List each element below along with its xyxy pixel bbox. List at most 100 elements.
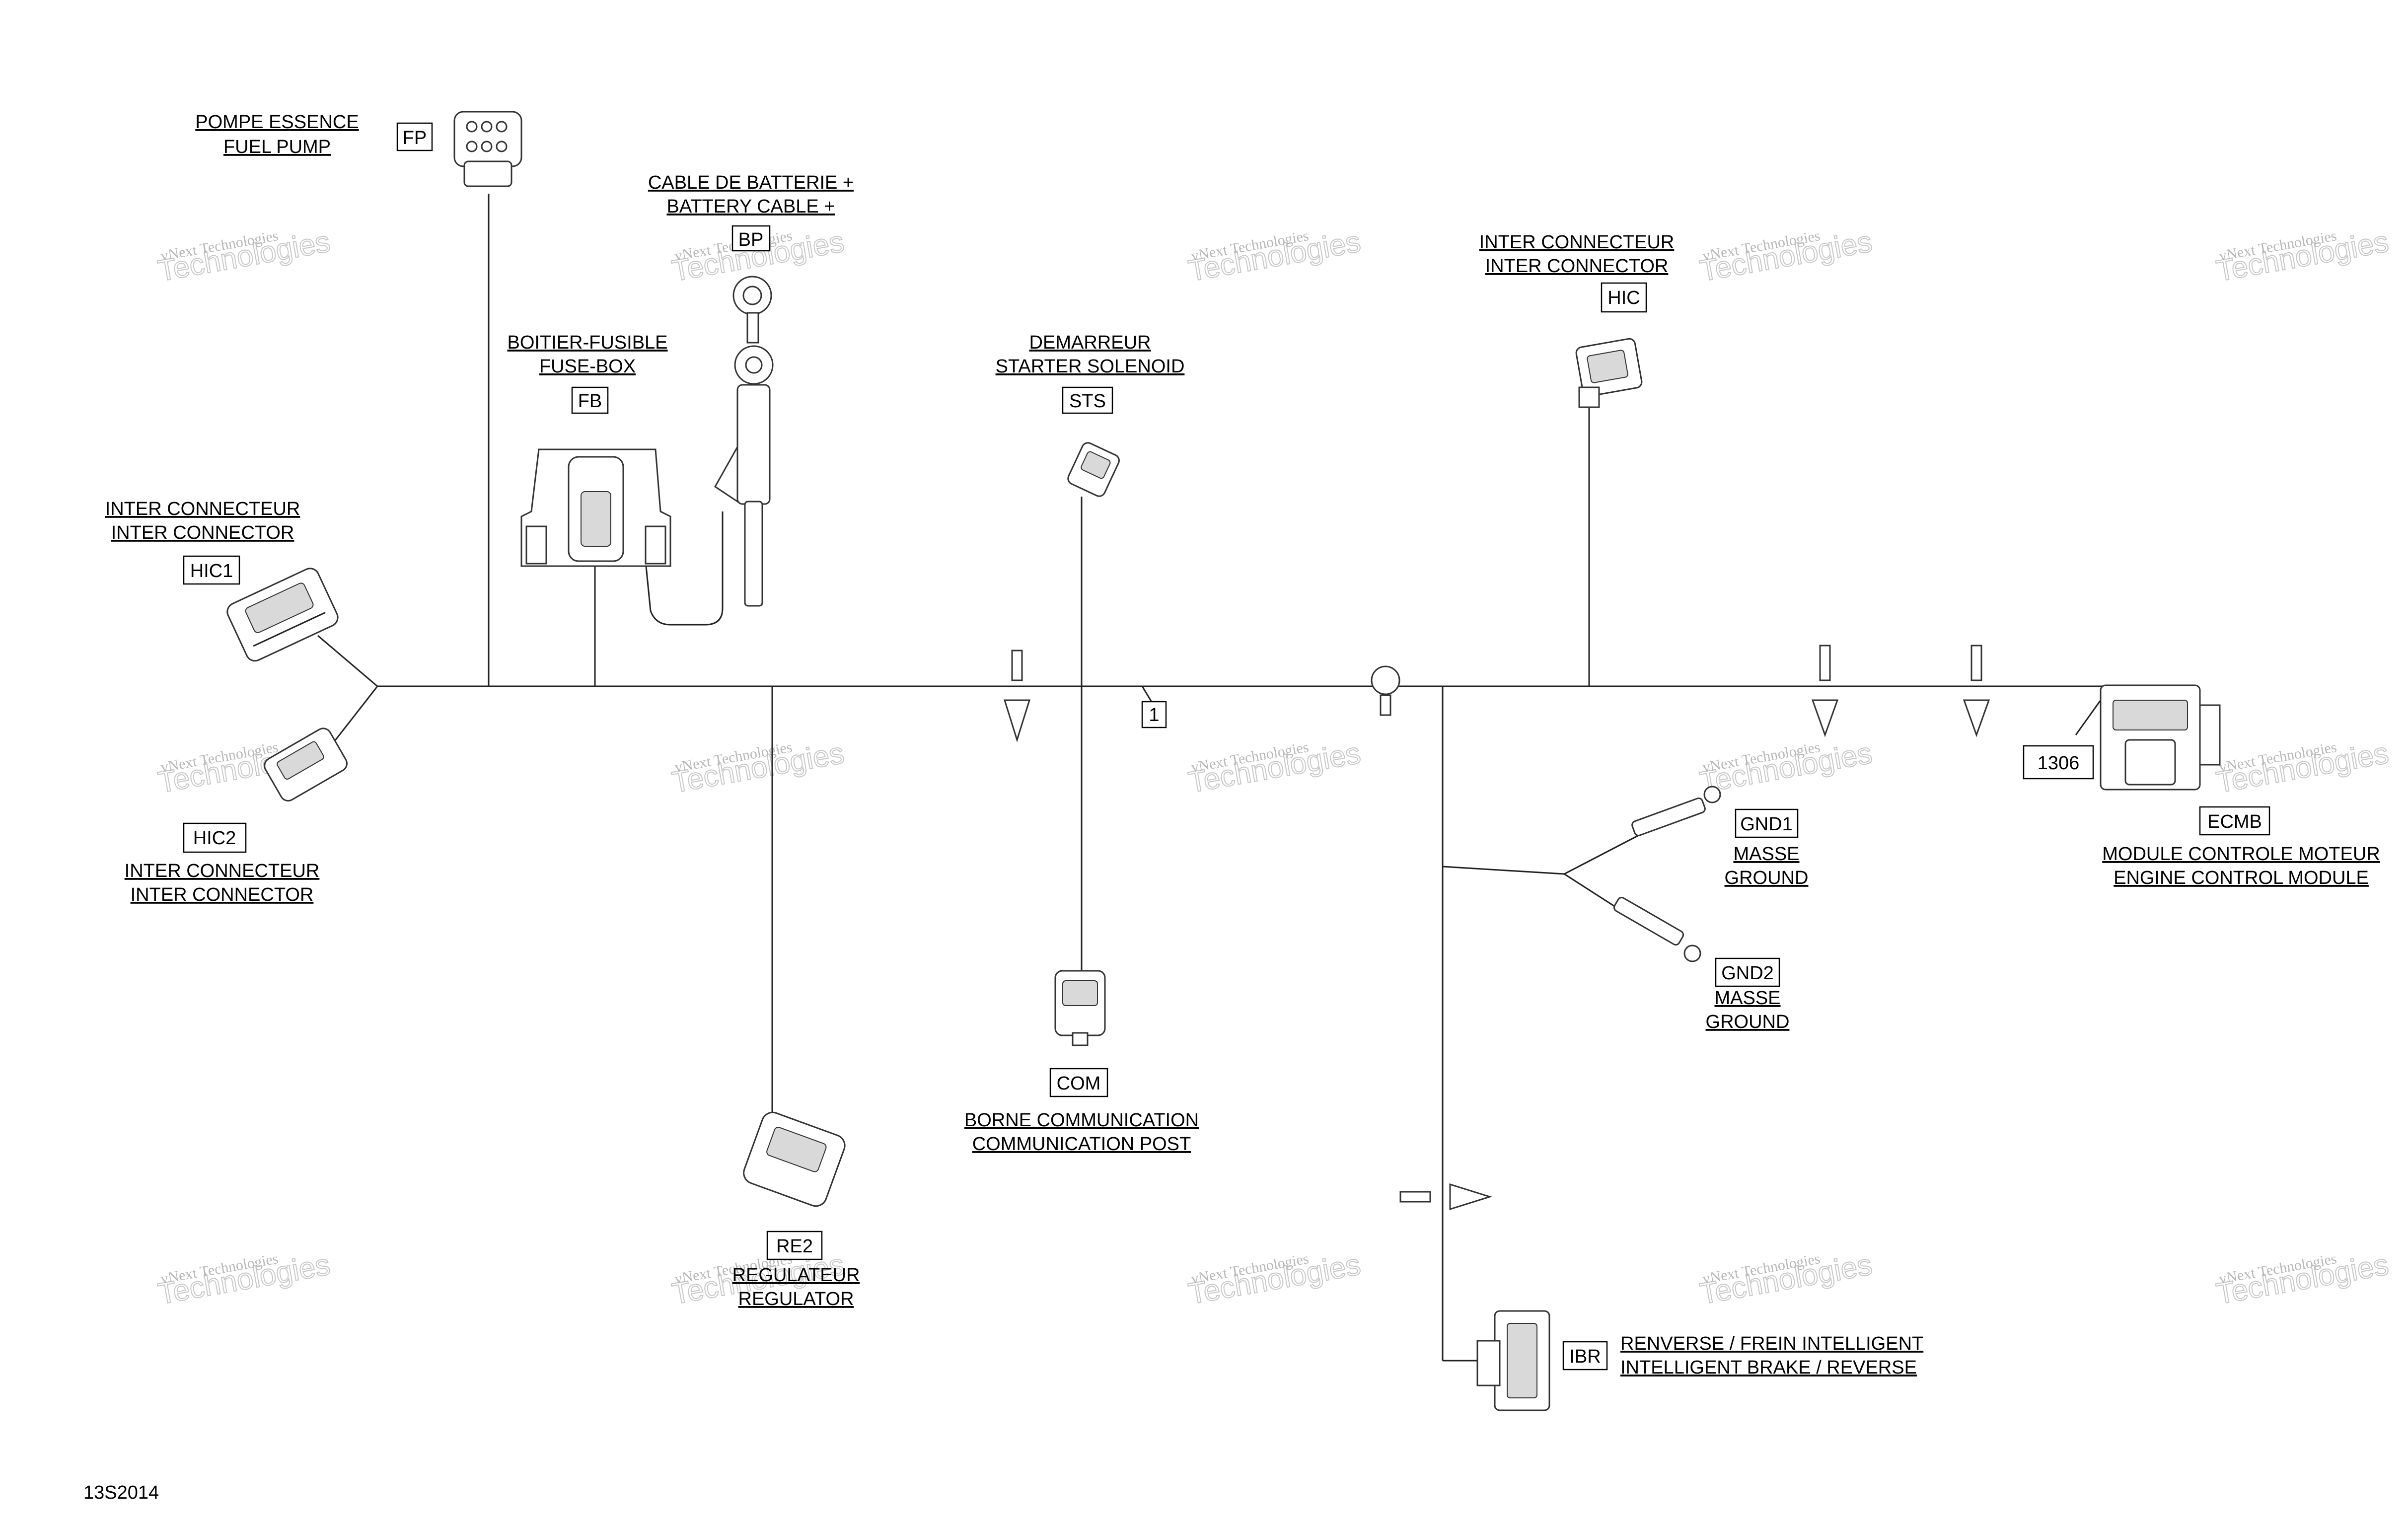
- ground-terminal-gnd2: [1613, 896, 1701, 962]
- bp-label-en: BATTERY CABLE +: [667, 196, 835, 217]
- gnd2-label-fr: MASSE: [1714, 988, 1780, 1009]
- gnd1-label-en: GROUND: [1725, 868, 1809, 888]
- fb-label-fr: BOITIER-FUSIBLE: [507, 332, 667, 353]
- ecmb-part-ref: 1306: [2038, 753, 2080, 774]
- gnd1-label-fr: MASSE: [1733, 844, 1799, 865]
- hic-code: HIC: [1607, 288, 1640, 308]
- com-label-en: COMMUNICATION POST: [972, 1134, 1191, 1155]
- fuel-pump-connector: [453, 111, 522, 187]
- com-code: COM: [1057, 1073, 1101, 1094]
- harness-ref-number: 1: [1149, 705, 1159, 726]
- harness-clip: [1811, 645, 1839, 737]
- watermark: Technologies vNext Technologies: [1697, 1247, 1875, 1311]
- gnd2-label-en: GROUND: [1706, 1012, 1790, 1032]
- harness-clip: [1003, 650, 1031, 743]
- re2-label-en: REGULATOR: [738, 1289, 854, 1309]
- watermark: Technologies vNext Technologies: [155, 1247, 333, 1311]
- ecmb-code-box: [2199, 806, 2270, 836]
- bp-label-fr: CABLE DE BATTERIE +: [648, 172, 854, 193]
- ecmb-label-en: ENGINE CONTROL MODULE: [2114, 868, 2369, 888]
- fb-label-en: FUSE-BOX: [539, 356, 636, 377]
- watermark: Technologies vNext Technologies: [669, 735, 847, 799]
- re2-code: RE2: [776, 1236, 813, 1257]
- ground-terminal-gnd1: [1631, 786, 1721, 836]
- fb-code: FB: [578, 391, 602, 412]
- component-hic1[interactable]: INTER CONNECTEUR INTER CONNECTOR HIC1: [105, 499, 300, 585]
- component-hic[interactable]: INTER CONNECTEUR INTER CONNECTOR HIC: [1479, 232, 1675, 313]
- watermark: Technologies vNext Technologies: [1185, 224, 1364, 288]
- ibr-code: IBR: [1569, 1346, 1601, 1367]
- battery-cable-terminal: [714, 276, 774, 607]
- ecmb-code: ECMB: [2207, 811, 2262, 832]
- hic2-code-box: [183, 822, 247, 853]
- intelligent-brake-reverse-connector: [1476, 1310, 1550, 1411]
- hic2-code: HIC2: [193, 828, 236, 849]
- re2-label-fr: REGULATEUR: [732, 1265, 860, 1286]
- watermark: Technologies vNext Technologies: [2213, 224, 2392, 288]
- hic1-label-fr: INTER CONNECTEUR: [105, 499, 300, 519]
- ibr-label-en: INTELLIGENT BRAKE / REVERSE: [1620, 1357, 1917, 1378]
- gnd1-code: GND1: [1740, 814, 1793, 835]
- watermark: Technologies vNext Technologies: [1185, 1247, 1364, 1311]
- fp-code-box: [396, 122, 433, 151]
- component-ibr[interactable]: IBR RENVERSE / FREIN INTELLIGENT INTELLI…: [1562, 1333, 1923, 1378]
- harness-clip: [1371, 665, 1400, 716]
- gnd2-code-box: [1715, 957, 1780, 987]
- hic2-label-en: INTER CONNECTOR: [131, 884, 314, 905]
- wire-hic2: [327, 686, 378, 750]
- watermark: Technologies vNext Technologies: [1185, 735, 1364, 799]
- figure-id: 13S2014: [83, 1482, 159, 1503]
- component-hic2[interactable]: HIC2 INTER CONNECTEUR INTER CONNECTOR: [125, 822, 320, 905]
- hic-label-en: INTER CONNECTOR: [1485, 256, 1669, 277]
- component-gnd2[interactable]: GND2 MASSE GROUND: [1706, 957, 1790, 1032]
- component-fp[interactable]: POMPE ESSENCE FUEL PUMP FP: [195, 112, 433, 157]
- ibr-code-box: [1562, 1341, 1608, 1371]
- component-bp[interactable]: CABLE DE BATTERIE + BATTERY CABLE + BP: [648, 172, 854, 252]
- component-fb[interactable]: BOITIER-FUSIBLE FUSE-BOX FB: [507, 332, 668, 414]
- component-re2[interactable]: RE2 REGULATEUR REGULATOR: [732, 1231, 860, 1309]
- regulator-connector: [743, 1111, 846, 1207]
- inter-connector-hic2-connector: [264, 727, 348, 801]
- component-com[interactable]: COM BORNE COMMUNICATION COMMUNICATION PO…: [964, 1068, 1199, 1155]
- inter-connector-hic1-connector: [226, 568, 339, 662]
- ibr-label-fr: RENVERSE / FREIN INTELLIGENT: [1620, 1333, 1923, 1354]
- harness-clip: [1399, 1183, 1493, 1211]
- fp-label-en: FUEL PUMP: [223, 137, 331, 157]
- component-ecmb[interactable]: 1306 ECMB MODULE CONTROLE MOTEUR ENGINE …: [2023, 745, 2380, 888]
- wire-harness-ref: [1141, 686, 1153, 703]
- inter-connector-hic-connector: [1575, 338, 1643, 408]
- hic-code-box: [1601, 282, 1647, 313]
- fb-code-box: [571, 386, 609, 414]
- hic1-label-en: INTER CONNECTOR: [111, 522, 294, 543]
- engine-control-module: [2100, 684, 2221, 791]
- com-code-box: [1049, 1068, 1108, 1097]
- watermark: Technologies vNext Technologies: [1697, 735, 1875, 799]
- sts-code: STS: [1069, 391, 1106, 412]
- wire-fb-to-bp: [645, 511, 724, 626]
- component-gnd1[interactable]: GND1 MASSE GROUND: [1725, 808, 1809, 888]
- gnd1-code-box: [1735, 808, 1799, 838]
- watermark: Technologies vNext Technologies: [155, 224, 333, 288]
- hic1-code-box: [183, 555, 240, 585]
- harness-wires: [317, 194, 2120, 1362]
- ecmb-part-ref-box: [2023, 745, 2094, 780]
- harness-clip: [1963, 645, 1990, 737]
- fp-code: FP: [403, 128, 427, 148]
- re2-code-box: [766, 1231, 823, 1260]
- wire-gnd-branch: [1442, 866, 1565, 875]
- sts-label-en: STARTER SOLENOID: [996, 356, 1185, 377]
- gnd2-code: GND2: [1721, 963, 1774, 984]
- component-sts[interactable]: DEMARREUR STARTER SOLENOID STS: [996, 332, 1185, 414]
- communication-post-connector: [1054, 970, 1106, 1046]
- sts-code-box: [1062, 386, 1113, 414]
- bp-code: BP: [738, 229, 764, 250]
- ecmb-label-fr: MODULE CONTROLE MOTEUR: [2102, 844, 2380, 865]
- com-label-fr: BORNE COMMUNICATION: [964, 1110, 1199, 1131]
- watermark: Technologies vNext Technologies: [1697, 224, 1875, 288]
- hic2-label-fr: INTER CONNECTEUR: [125, 861, 320, 881]
- harness-reference: 1: [1141, 701, 1167, 728]
- wire-ecmb-ref: [2075, 700, 2102, 735]
- sts-label-fr: DEMARREUR: [1029, 332, 1151, 353]
- hic1-code: HIC1: [190, 561, 233, 581]
